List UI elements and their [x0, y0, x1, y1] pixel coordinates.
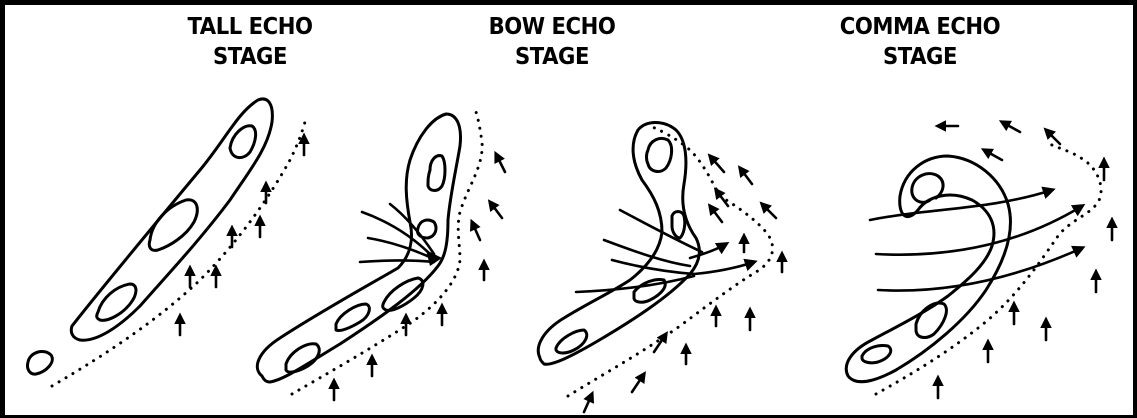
- bow-echo-core-top: [428, 156, 445, 191]
- tall-echo-inflow-arrows: [180, 136, 304, 335]
- bow-echo-stage: [257, 112, 505, 400]
- inflow-arrow: [710, 206, 722, 222]
- inflow-arrow: [490, 202, 502, 218]
- outflow-arrow: [1046, 130, 1060, 144]
- rear-inflow-streamline: [870, 190, 1052, 220]
- bow-echo-core-bottom: [286, 344, 319, 372]
- comma-echo-rear-inflow-jet: [870, 190, 1082, 291]
- inflow-arrow: [740, 168, 752, 184]
- rear-inflow-streamline: [362, 212, 432, 256]
- rear-inflow-streamline: [694, 262, 754, 274]
- bow-to-comma-transition: [538, 123, 782, 413]
- inflow-arrow: [762, 204, 776, 218]
- transition-core-middle: [672, 212, 685, 239]
- inflow-arrow: [584, 394, 592, 412]
- rear-inflow-streamline: [690, 244, 726, 258]
- inflow-arrow: [710, 156, 724, 172]
- outflow-arrow: [1002, 122, 1020, 132]
- inflow-arrow: [654, 334, 666, 352]
- comma-echo-inflow-arrows: [938, 122, 1112, 398]
- tall-echo-core-top: [230, 126, 256, 158]
- comma-echo-core-bottom: [862, 345, 891, 362]
- rear-inflow-streamline: [612, 260, 694, 274]
- bow-echo-core-lower: [383, 278, 423, 310]
- inflow-arrow: [472, 222, 480, 240]
- comma-echo-spiral: [912, 174, 943, 203]
- rear-inflow-streamline: [360, 261, 434, 263]
- outflow-arrow: [984, 150, 1002, 160]
- inflow-arrow: [716, 190, 728, 206]
- transition-echo-outline: [538, 123, 699, 365]
- inflow-arrow: [496, 154, 505, 172]
- comma-echo-stage: [846, 122, 1112, 398]
- tall-echo-small-cell: [27, 351, 52, 374]
- inflow-arrow: [632, 374, 644, 392]
- tall-echo-core-middle: [149, 200, 197, 251]
- bow-echo-rear-inflow-jet: [360, 204, 442, 266]
- transition-core-top: [647, 138, 672, 171]
- tall-echo-stage: [27, 99, 306, 386]
